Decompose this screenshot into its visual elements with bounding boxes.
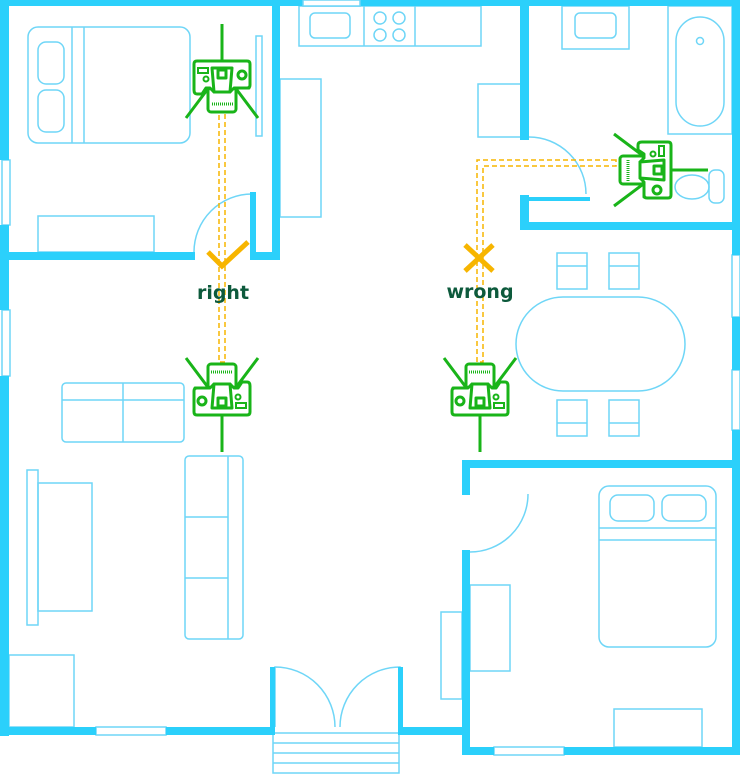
bed xyxy=(598,485,717,648)
dresser xyxy=(37,215,155,253)
bed xyxy=(27,26,191,144)
sightline-wrong xyxy=(476,159,617,363)
cross-icon xyxy=(463,243,495,273)
toilet xyxy=(674,174,710,200)
camera-tripod-icon xyxy=(184,22,260,120)
label-wrong: wrong xyxy=(446,281,513,303)
camera-tripod-icon xyxy=(184,356,260,454)
sightline-right xyxy=(218,111,226,363)
camera-tripod-icon xyxy=(612,132,710,208)
sofa xyxy=(184,455,244,640)
walls xyxy=(0,0,740,755)
sink xyxy=(309,12,351,39)
kitchen-counter xyxy=(298,5,482,47)
check-icon xyxy=(206,240,250,270)
bathtub xyxy=(675,16,725,127)
camera-tripod-icon xyxy=(442,356,518,454)
label-right: right xyxy=(197,282,249,304)
tv-stand xyxy=(37,482,93,612)
dining-table xyxy=(515,296,686,392)
